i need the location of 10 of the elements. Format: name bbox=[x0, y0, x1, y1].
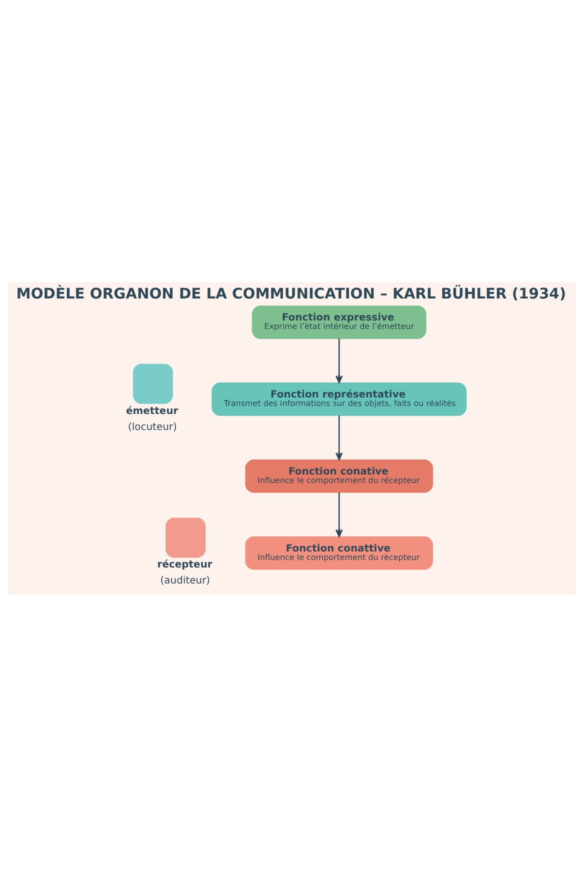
node-label: émetteur bbox=[126, 406, 178, 417]
arrow bbox=[335, 492, 343, 538]
arrow bbox=[335, 416, 343, 460]
diagram-title: MODÈLE ORGANON DE LA COMMUNICATION – KARL BÜHLER (1934) bbox=[16, 285, 566, 302]
node-box bbox=[133, 364, 173, 404]
node-label: récepteur bbox=[157, 560, 212, 571]
node-box bbox=[166, 518, 206, 558]
node-label: (auditeur) bbox=[160, 576, 210, 587]
node-label: (locuteur) bbox=[128, 422, 177, 433]
arrow bbox=[335, 338, 343, 384]
